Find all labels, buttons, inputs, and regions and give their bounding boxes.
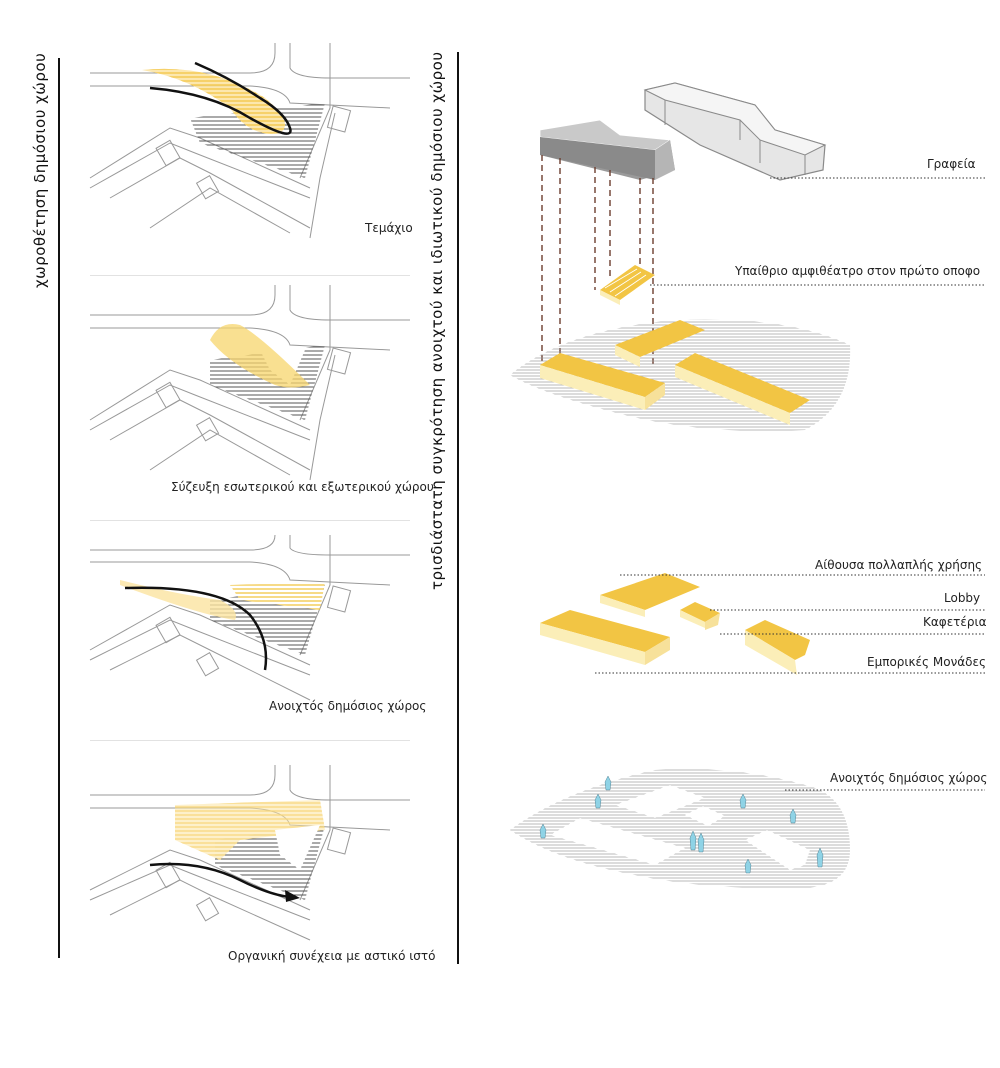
- label-retail-units: Εμπορικές Μονάδες: [867, 655, 987, 669]
- label-amphitheatre: Υπαίθριο αμφιθέατρο στον πρώτο οποφο: [735, 264, 981, 278]
- label-cafeteria: Καφετέρια: [923, 615, 987, 629]
- right-divider-line: [457, 52, 459, 964]
- left-section-title: χωροθέτηση δημόσιου χώρου: [31, 52, 49, 288]
- left-divider-line: [58, 58, 60, 958]
- caption-public-space: Ανοιχτός δημόσιος χώρος: [269, 699, 427, 713]
- site-plan-coupling: [89, 285, 410, 481]
- label-lobby: Lobby: [944, 591, 981, 605]
- lobby-block: [680, 602, 720, 630]
- site-plan-plot: [89, 43, 410, 239]
- ground-block-left: [540, 353, 665, 410]
- panel-separator: [90, 275, 410, 276]
- multipurpose-hall-block: [600, 573, 700, 617]
- cafeteria-block: [745, 620, 810, 675]
- leader-lines-upper: [650, 177, 985, 286]
- label-multipurpose-hall: Αίθουσα πολλαπλής χρήσης: [815, 558, 983, 572]
- ground-floor-volumes: [540, 573, 810, 675]
- site-plan-organic-continuity: [89, 765, 410, 941]
- leader-line-lower: [785, 789, 985, 791]
- offices-block-right: [643, 82, 827, 181]
- ground-block-right: [675, 353, 810, 425]
- caption-organic-continuity: Οργανική συνέχεια με αστικό ιστό: [228, 949, 436, 963]
- retail-block: [540, 610, 670, 665]
- amphitheatre-step: [600, 265, 655, 305]
- caption-coupling: Σύζευξη εσωτερικού και εξωτερικού χώρου: [171, 480, 434, 494]
- right-section-title: τρισδιάστατη συγκρότηση ανοιχτού και ιδι…: [428, 51, 446, 590]
- panel-separator: [90, 740, 410, 741]
- ground-block-middle: [615, 320, 705, 367]
- caption-plot: Τεμάχιο: [365, 221, 413, 235]
- panel-separator: [90, 520, 410, 521]
- public-space-ground-plane: [510, 769, 850, 889]
- leader-lines-middle: [595, 574, 985, 674]
- site-plan-public-space: [89, 534, 410, 701]
- label-open-public-space: Ανοιχτός δημόσιος χώρος: [830, 771, 988, 785]
- label-offices: Γραφεία: [927, 157, 976, 171]
- axonometric-exploded-diagram: [510, 82, 851, 431]
- offices-block-left: [539, 119, 675, 180]
